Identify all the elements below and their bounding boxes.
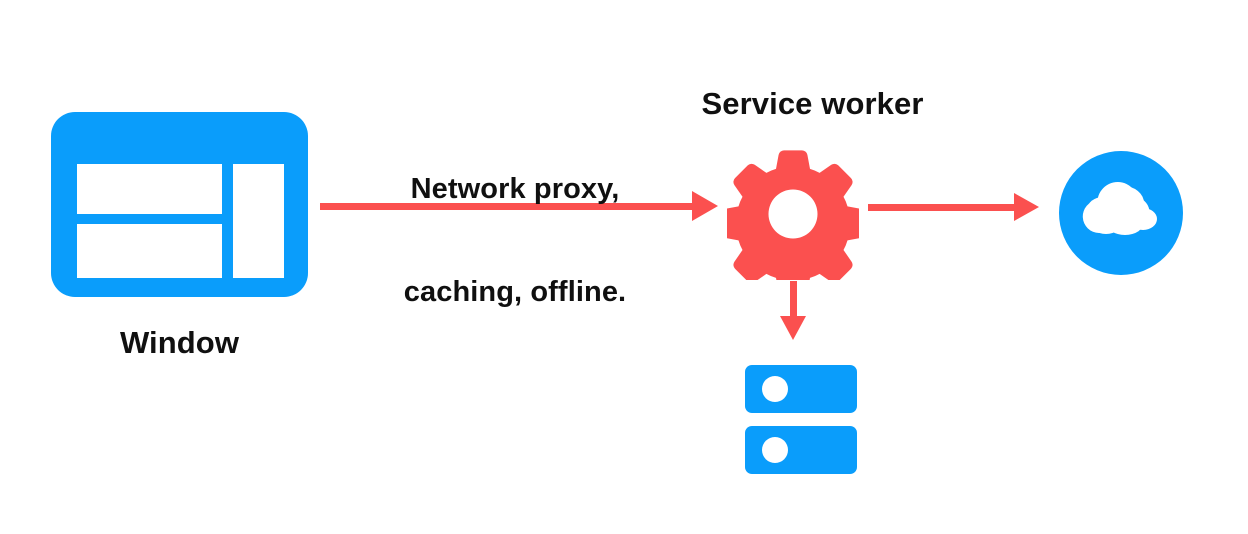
window-pane-bottom (77, 224, 222, 278)
arrow-service-worker-to-storage-shaft (790, 281, 797, 323)
network-proxy-label: Network proxy, caching, offline. (370, 104, 660, 378)
storage-indicator-dot-top (762, 376, 788, 402)
cloud-node[interactable] (1059, 151, 1183, 275)
window-icon (51, 112, 308, 297)
network-proxy-label-line-2: caching, offline. (403, 276, 627, 309)
window-pane-side (233, 164, 284, 278)
arrow-window-to-service-worker-shaft (320, 203, 700, 210)
service-worker-node[interactable] (720, 148, 866, 297)
cloud-icon (1082, 181, 1157, 235)
storage-indicator-dot-bottom (762, 437, 788, 463)
gear-icon (720, 150, 866, 297)
storage-bar-bottom (745, 426, 857, 474)
service-worker-label: Service worker (701, 86, 924, 121)
arrow-service-worker-to-cloud-head (1014, 193, 1039, 221)
arrow-window-to-service-worker-head (692, 191, 718, 221)
cloud-circle-background (1059, 151, 1183, 275)
storage-node[interactable] (745, 365, 857, 474)
window-node[interactable] (51, 112, 308, 297)
window-label: Window (119, 325, 240, 360)
arrow-service-worker-to-storage-head (780, 316, 806, 340)
arrow-service-worker-to-cloud-shaft (868, 204, 1020, 211)
network-proxy-label-line-1: Network proxy, (410, 173, 620, 206)
storage-bar-top (745, 365, 857, 413)
window-pane-top (77, 164, 222, 214)
